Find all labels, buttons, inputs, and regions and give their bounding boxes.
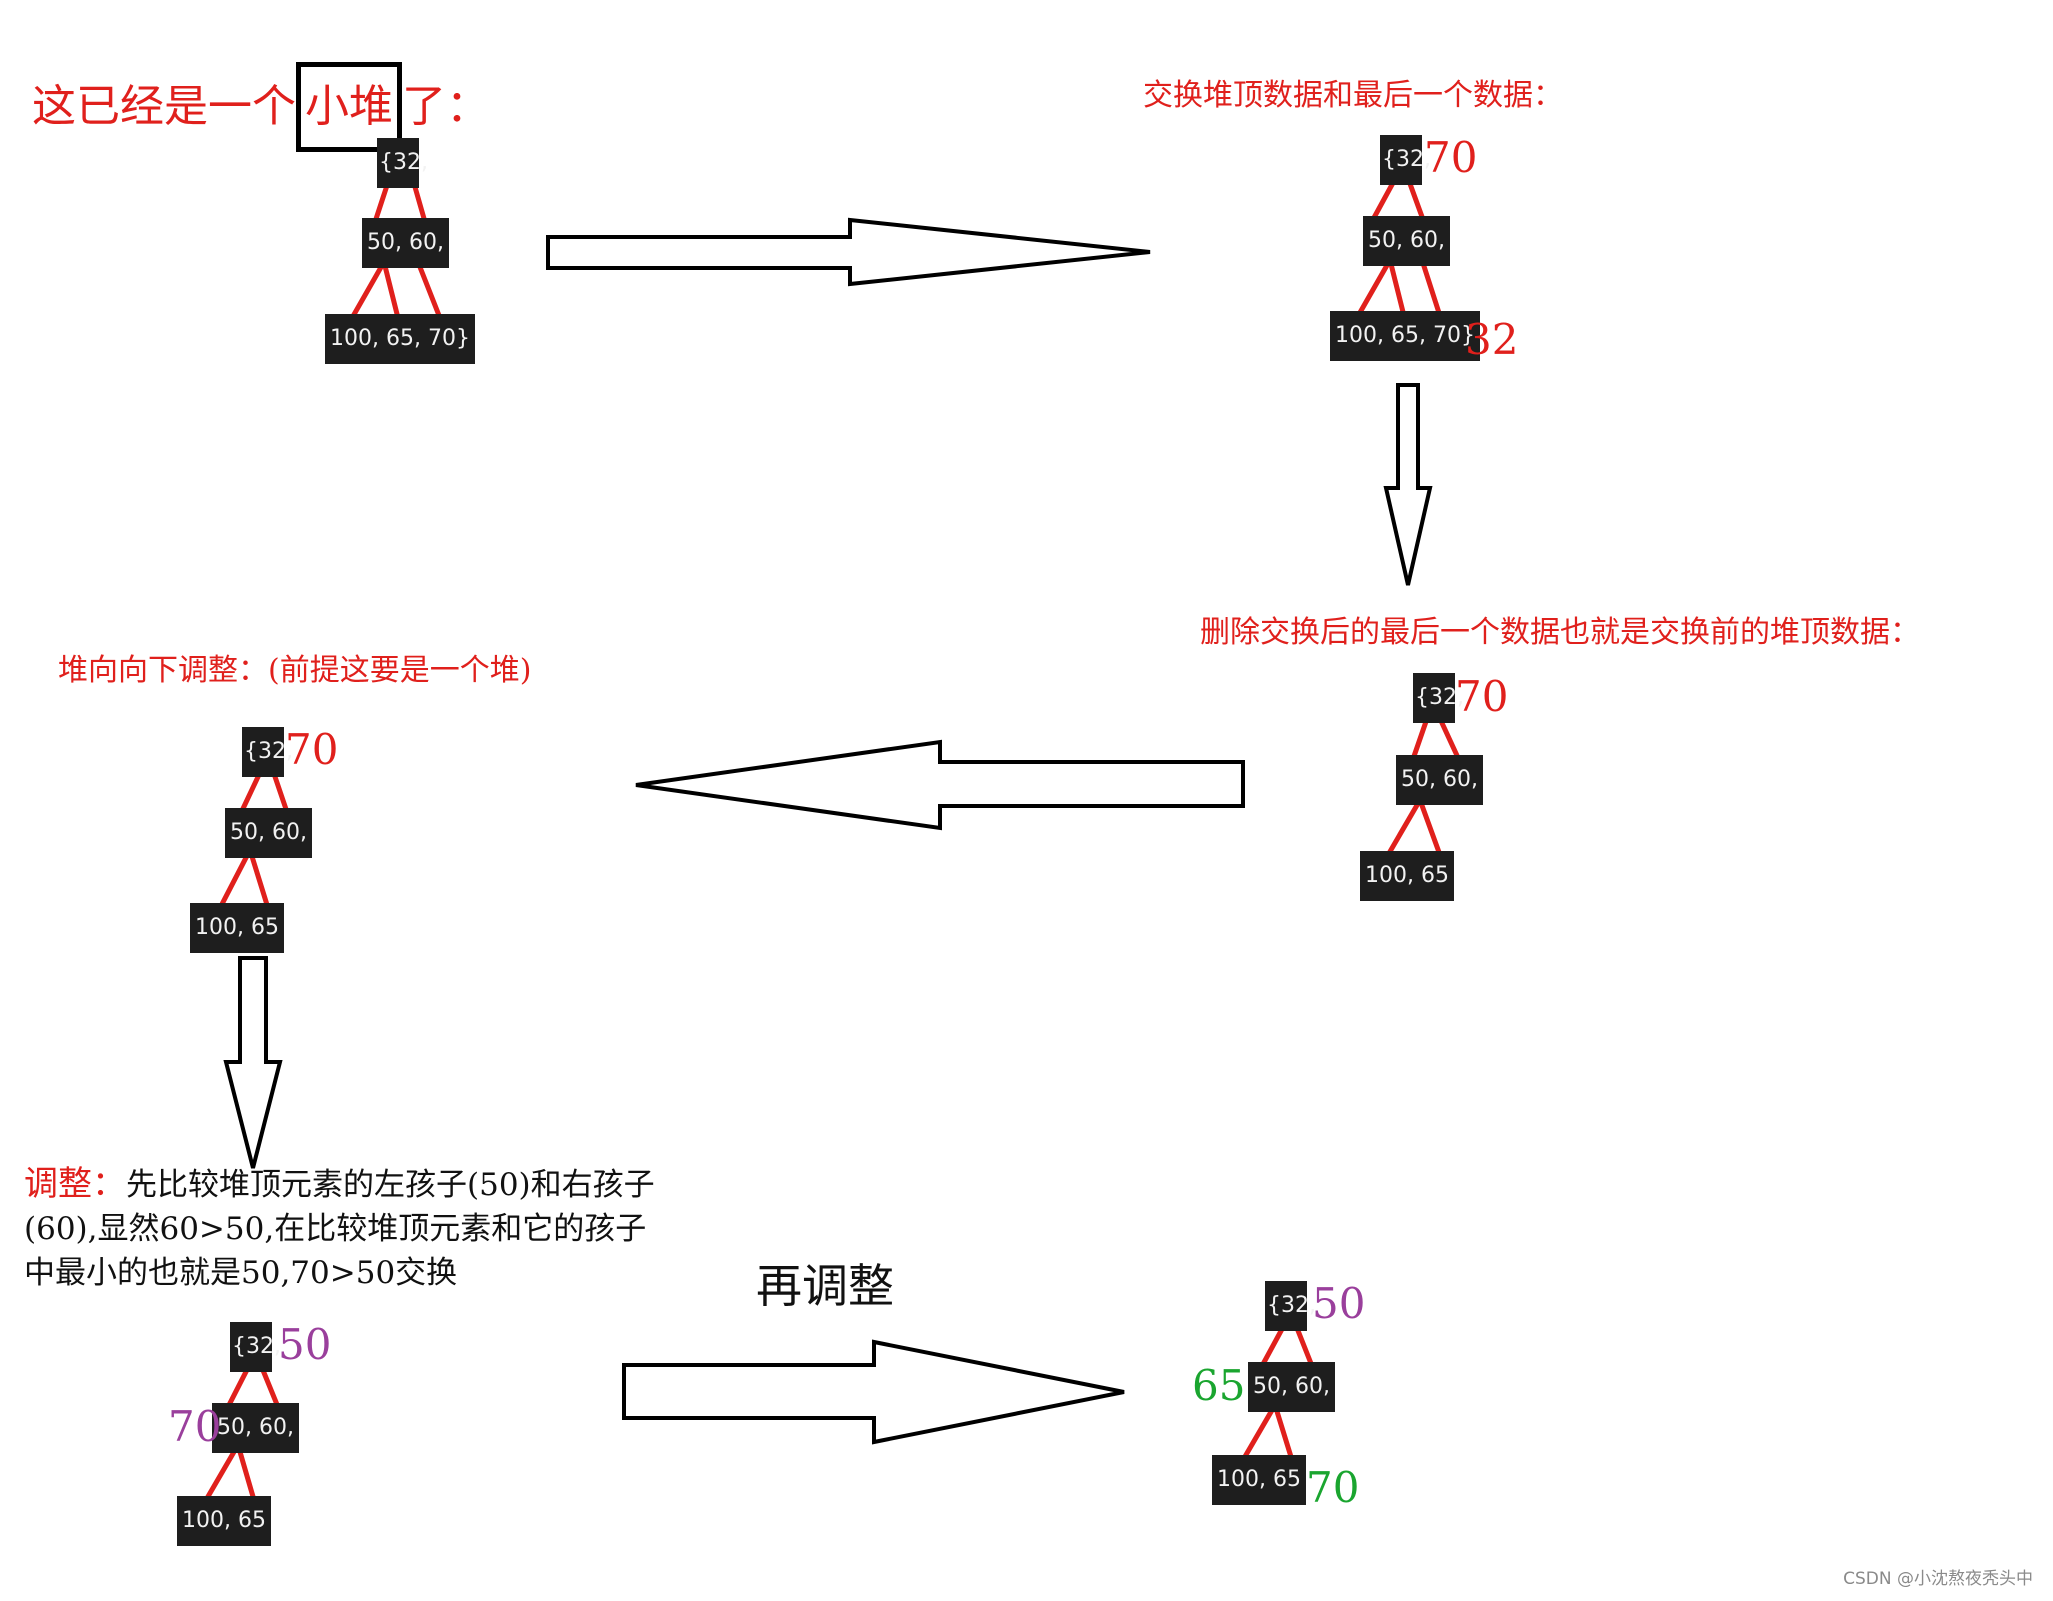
caption-heap-tail: 了： [402, 81, 490, 132]
heap-node-bottom: 100, 65, 70} [325, 314, 475, 364]
caption-heap: 这已经是一个小堆了： [32, 62, 490, 152]
edge [415, 259, 443, 321]
heap-node-top: {32, [230, 1322, 281, 1372]
edge [203, 1442, 241, 1503]
heap-node-bottom: 100, 65 [177, 1496, 271, 1546]
value-label: 70 [1455, 672, 1509, 721]
caption-heap-text: 这已经是一个 [32, 81, 296, 132]
arrow-right-2 [622, 1339, 1125, 1445]
heap-node-mid: 50, 60, [1396, 755, 1483, 805]
caption-boxed-word: 小堆 [296, 62, 402, 152]
edge [1385, 797, 1423, 858]
heap-node-top: {32, [1265, 1281, 1316, 1331]
flow-arrows [223, 217, 1433, 1445]
arrow-right-1 [546, 217, 1151, 287]
value-label: 70 [1424, 133, 1478, 182]
caption-adjust: 调整：先比较堆顶元素的左孩子(50)和右孩子(60),显然60>50,在比较堆顶… [24, 1162, 664, 1295]
arrow-down-2 [223, 956, 283, 1169]
caption-swap: 交换堆顶数据和最后一个数据： [1143, 78, 1563, 113]
heap-node-top: {32, [377, 138, 428, 188]
caption-adjust-head: 调整： [24, 1164, 126, 1204]
heap-node-bottom: 100, 65 [190, 903, 284, 953]
value-label: 32 [1465, 315, 1519, 364]
edge [247, 847, 271, 911]
edge [1419, 257, 1443, 319]
arrow-down-1 [1383, 383, 1433, 586]
edge [1387, 257, 1407, 319]
edge [235, 1442, 257, 1503]
heap-node-bottom: 100, 65 [1212, 1455, 1306, 1505]
heap-node-top: {32, [242, 727, 293, 777]
heap-node-mid: 50, 60, [225, 808, 312, 858]
arrow-left-1 [635, 739, 1245, 831]
value-label: 50 [278, 1320, 332, 1369]
caption-adjust-body: 先比较堆顶元素的左孩子(50)和右孩子(60),显然60>50,在比较堆顶元素和… [24, 1167, 655, 1291]
value-label: 70 [1306, 1463, 1360, 1512]
caption-delete: 删除交换后的最后一个数据也就是交换前的堆顶数据： [1200, 615, 1920, 650]
edge [217, 847, 253, 911]
heap-node-mid: 50, 60, [362, 218, 449, 268]
heap-node-top: {32, [1413, 673, 1464, 723]
heap-node-mid: 50, 60, [1248, 1362, 1335, 1412]
edge [349, 259, 387, 321]
caption-again: 再调整 [756, 1259, 894, 1313]
caption-sift-down: 堆向向下调整：(前提这要是一个堆) [58, 653, 532, 688]
heap-node-bottom: 100, 65, 70} [1330, 311, 1480, 361]
value-label: 70 [168, 1402, 222, 1451]
heap-node-mid: 50, 60, [1363, 216, 1450, 266]
edge [381, 259, 401, 321]
edge [1240, 1402, 1278, 1463]
watermark: CSDN @小沈熬夜秃头中 [1843, 1569, 2033, 1589]
heap-node-top: {32, [1380, 135, 1431, 185]
heap-node-bottom: 100, 65 [1360, 851, 1454, 901]
value-label: 50 [1312, 1279, 1366, 1328]
edge [1272, 1402, 1295, 1463]
edge [1417, 797, 1443, 858]
edge [1355, 257, 1393, 319]
heap-node-mid: 50, 60, [212, 1403, 299, 1453]
value-label: 65 [1192, 1361, 1246, 1410]
value-label: 70 [285, 725, 339, 774]
